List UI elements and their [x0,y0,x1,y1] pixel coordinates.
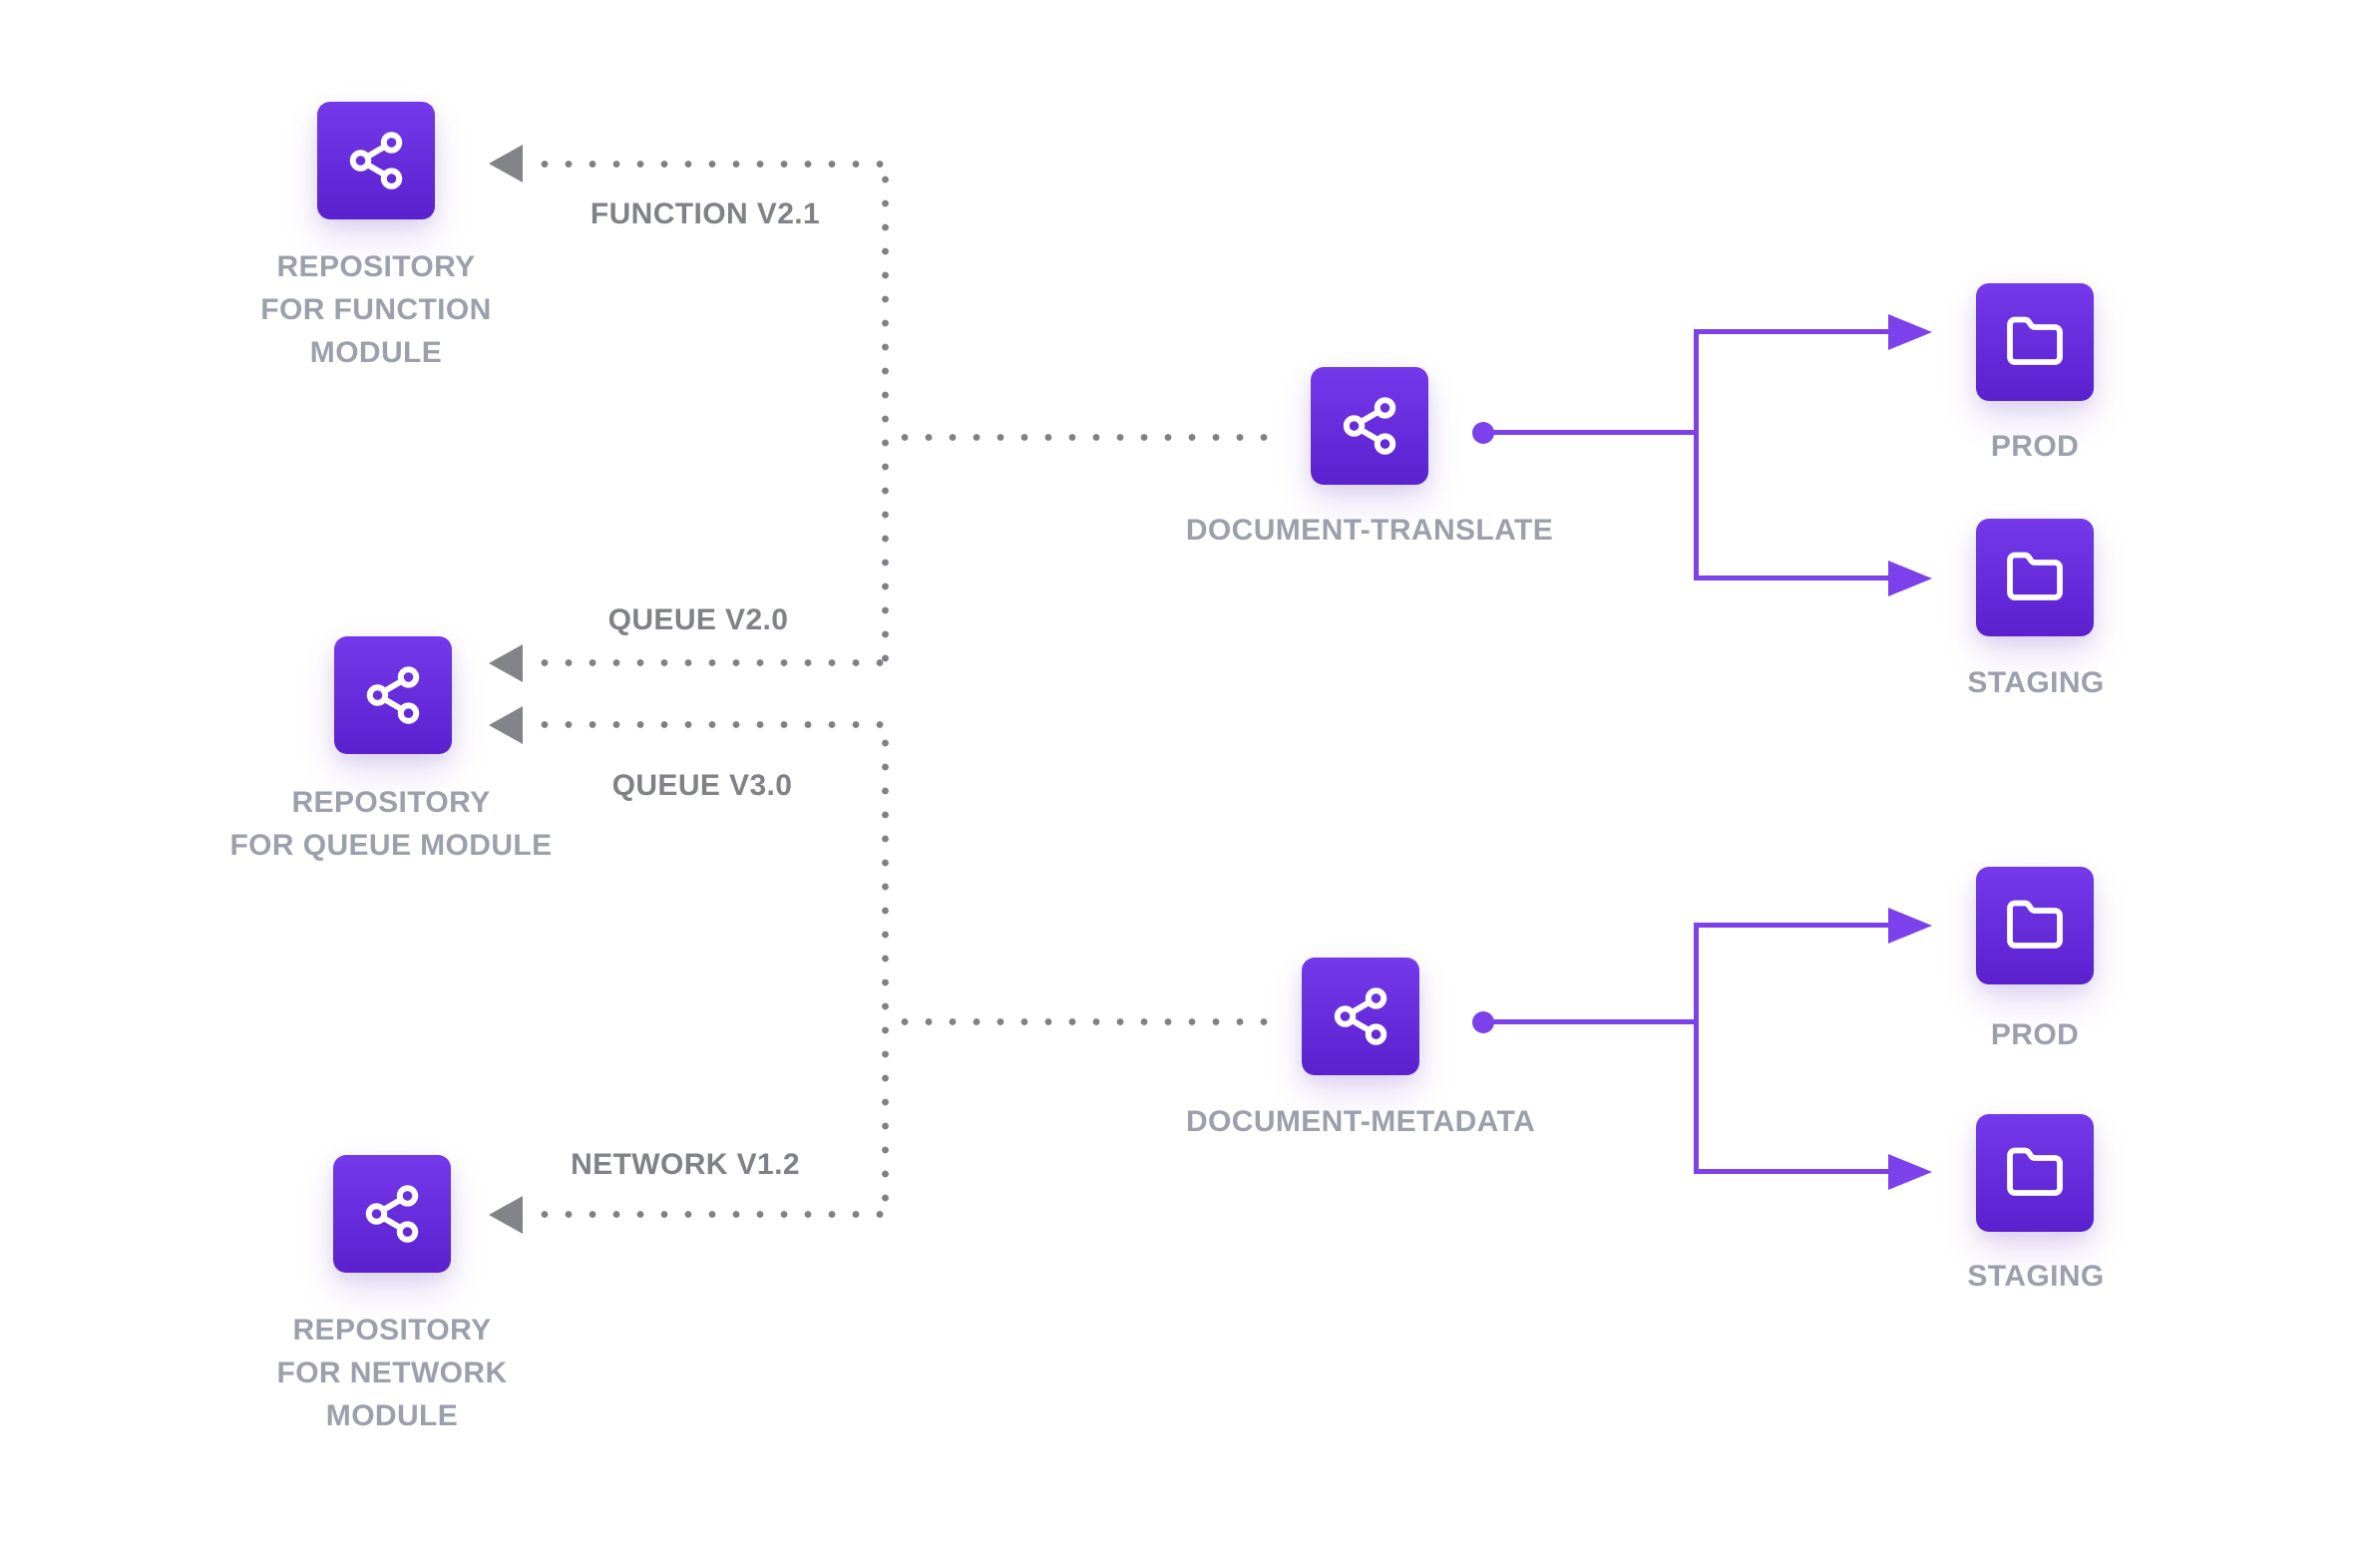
folder-icon [2005,548,2065,607]
doc-translate-node [1311,367,1428,485]
share-nodes-icon [345,130,407,192]
edge-network-version-label: NETWORK V1.2 [571,1148,800,1181]
env-staging-translate-label: STAGING [1967,666,2105,699]
edge-queue-v3-arrowhead-icon [489,706,523,744]
env-prod-translate-node [1976,283,2094,401]
dotted-trunk-metadata [882,731,889,1212]
folder-icon [2005,312,2065,372]
edge-translate-dotted-stub [893,434,1277,441]
share-nodes-icon [362,664,424,726]
repo-queue-node [334,636,452,754]
translate-prod-arrowhead-icon [1888,314,1932,350]
edge-queue-v3-dotted-line [533,721,892,728]
edge-metadata-dotted-stub [893,1018,1277,1025]
env-staging-metadata-label: STAGING [1967,1260,2105,1293]
metadata-staging-arrowhead-icon [1888,1154,1932,1190]
folder-icon [2005,1143,2065,1203]
metadata-branch-to-prod-line [1696,923,1888,928]
env-prod-metadata-node [1976,867,2094,984]
env-prod-translate-label: PROD [1990,430,2080,463]
edge-queue-v2-arrowhead-icon [489,644,523,682]
doc-metadata-label: DOCUMENT-METADATA [1185,1105,1536,1138]
translate-branch-to-staging-line [1696,576,1888,580]
metadata-branch-to-staging-line [1696,1169,1888,1174]
repo-function-label: REPOSITORY FOR FUNCTION MODULE [260,250,492,369]
metadata-connector-line [1483,1019,1698,1024]
env-staging-metadata-node [1976,1114,2094,1232]
env-staging-translate-node [1976,519,2094,636]
env-prod-metadata-label: PROD [1990,1018,2080,1051]
edge-function-dotted-line [533,161,892,168]
repo-network-label: REPOSITORY FOR NETWORK MODULE [276,1314,508,1432]
edge-function-version-label: FUNCTION V2.1 [590,197,821,230]
edge-queue-v3-version-label: QUEUE V3.0 [611,769,793,802]
edge-network-arrowhead-icon [489,1196,523,1234]
metadata-branch-vertical-line [1694,923,1699,1174]
repo-queue-label: REPOSITORY FOR QUEUE MODULE [229,786,553,862]
share-nodes-icon [1330,985,1391,1047]
metadata-prod-arrowhead-icon [1888,908,1932,944]
repo-network-node [333,1155,451,1273]
share-nodes-icon [361,1183,423,1245]
share-nodes-icon [1339,395,1400,457]
translate-connector-line [1483,430,1698,435]
translate-branch-to-prod-line [1696,329,1888,334]
translate-staging-arrowhead-icon [1888,561,1932,596]
dotted-trunk-translate [882,168,889,663]
translate-branch-vertical-line [1694,329,1699,580]
doc-metadata-node [1302,958,1419,1075]
edge-network-dotted-line [533,1211,892,1218]
folder-icon [2005,896,2065,956]
edge-function-arrowhead-icon [489,145,523,183]
doc-translate-label: DOCUMENT-TRANSLATE [1185,514,1554,547]
edge-queue-v2-dotted-line [533,659,892,666]
repo-function-node [317,102,435,219]
edge-queue-v2-version-label: QUEUE V2.0 [607,603,789,636]
